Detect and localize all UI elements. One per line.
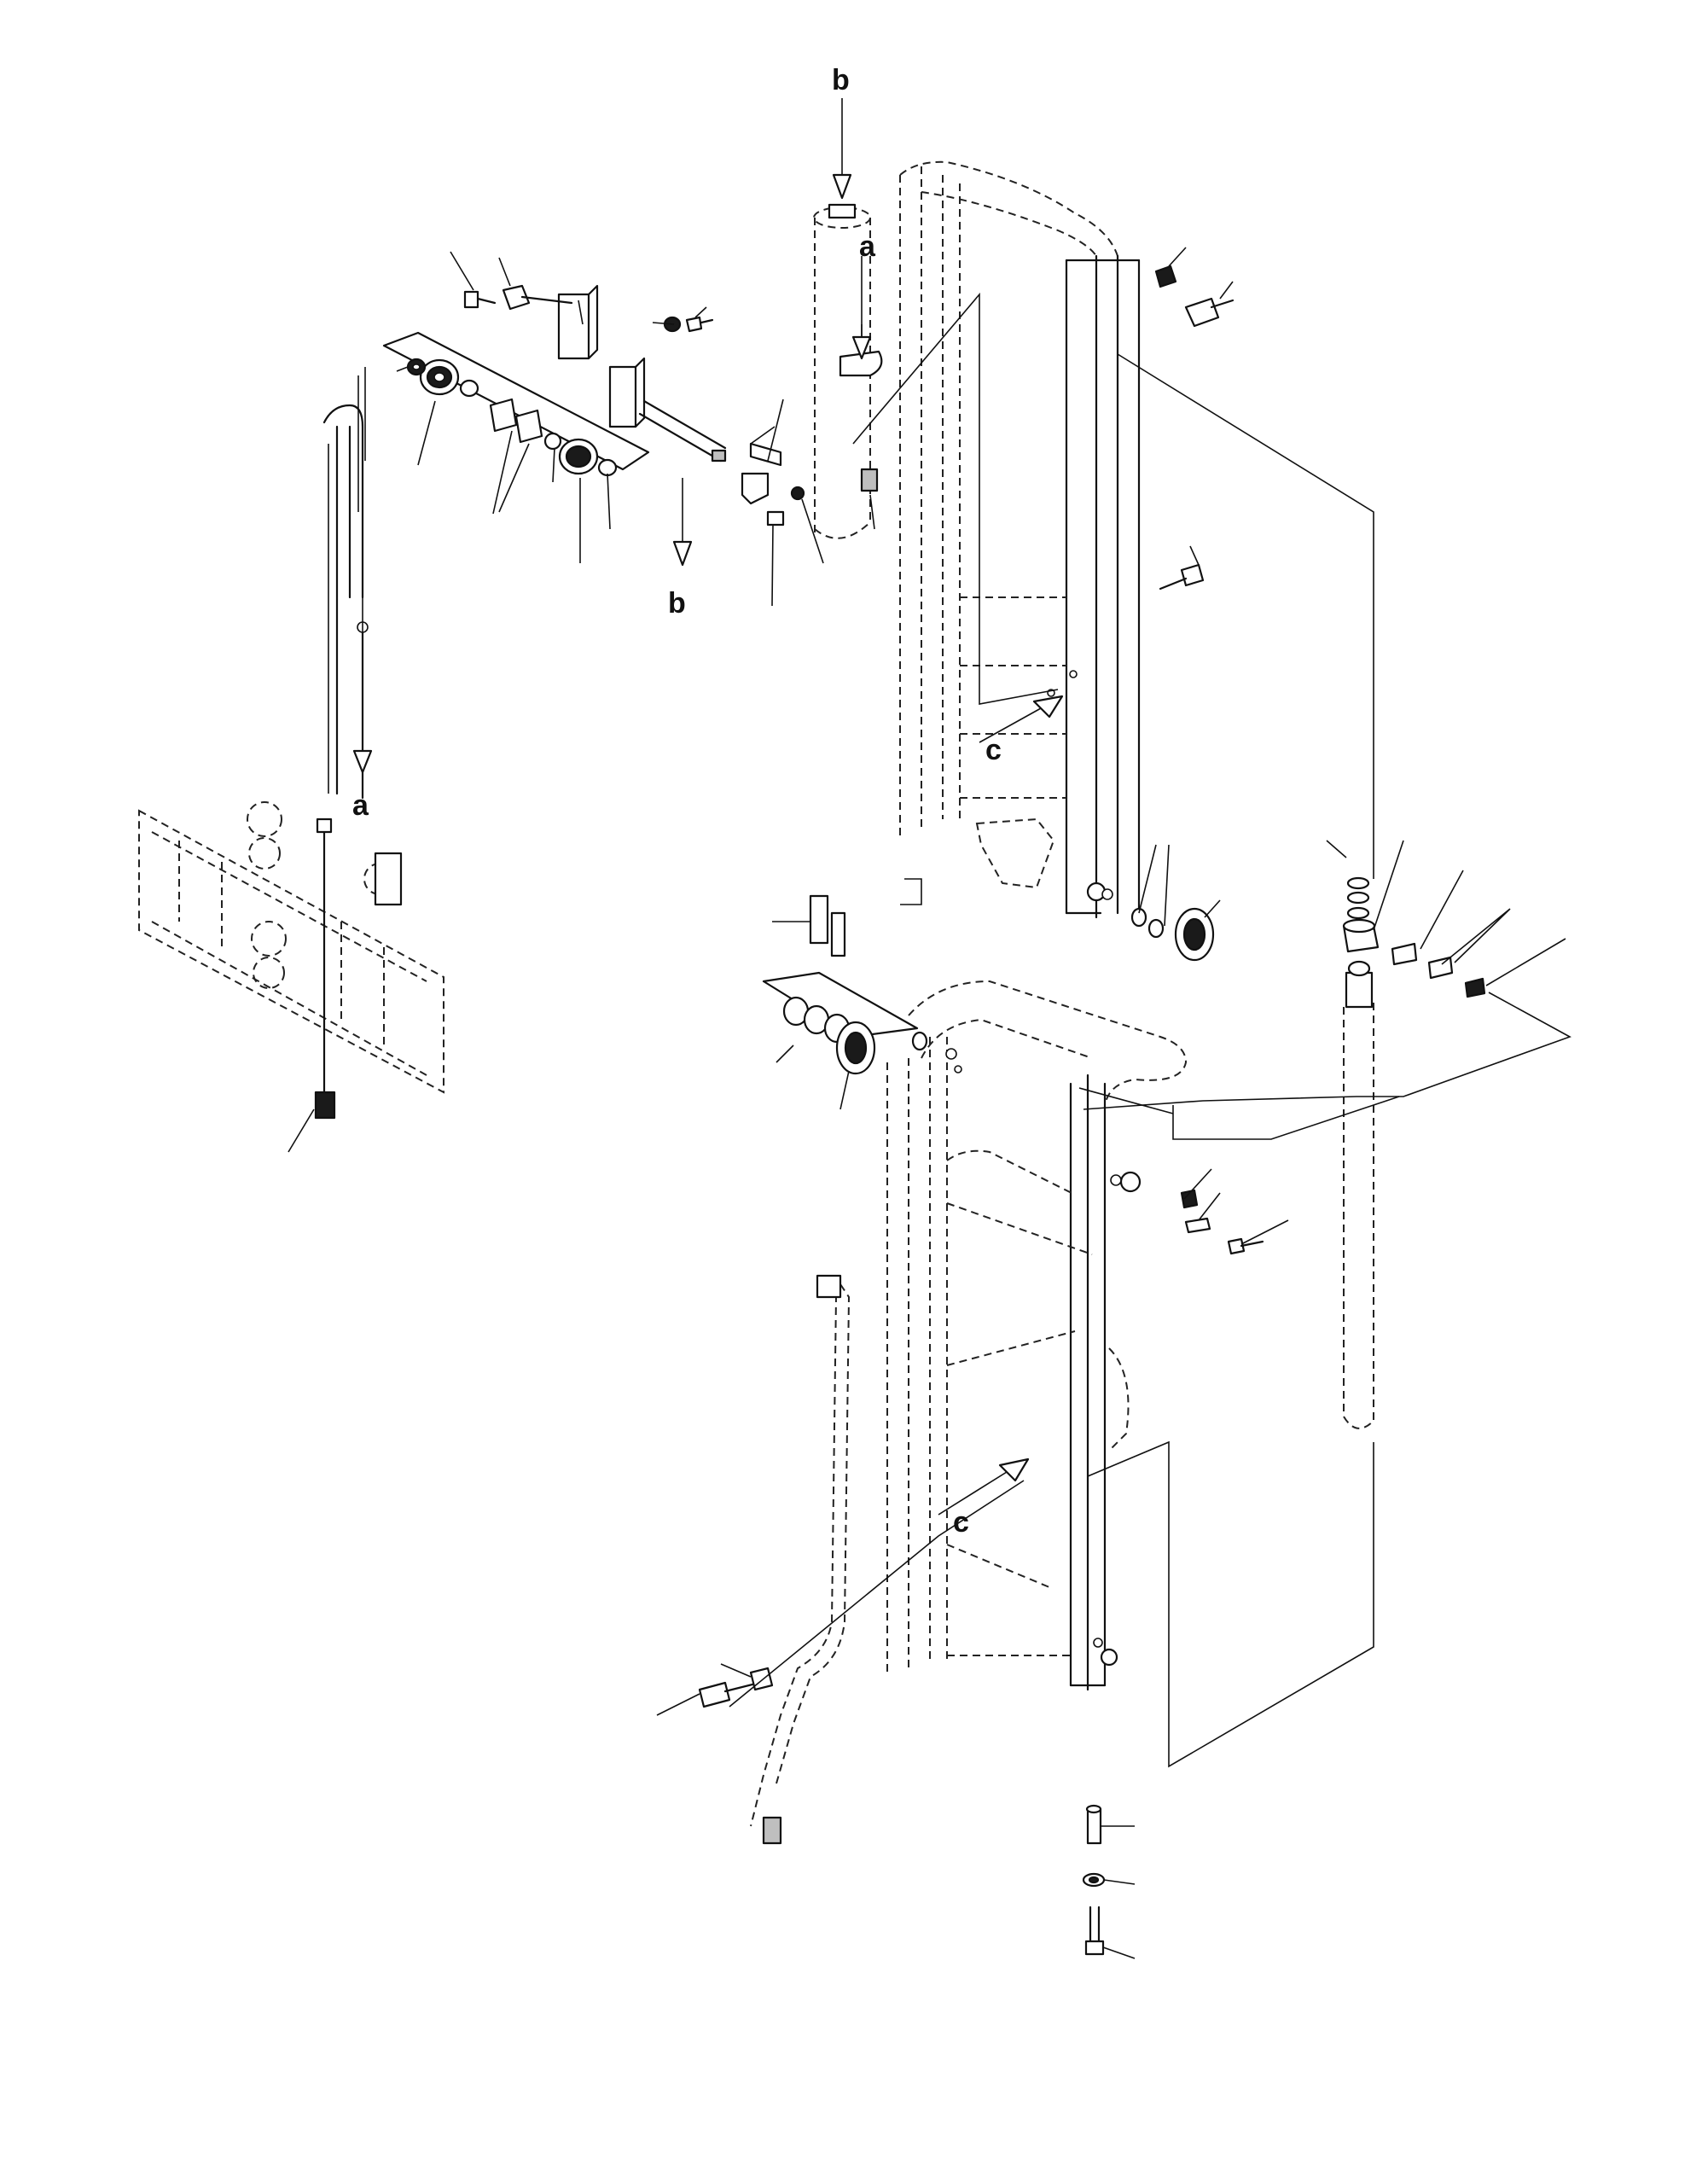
marker-b-top: b: [832, 64, 850, 96]
reference-arrows: [352, 98, 1064, 1516]
marker-c-lower: c: [953, 1506, 969, 1539]
marker-c-upper: c: [985, 734, 1002, 766]
lift-cylinder: [813, 203, 883, 539]
lift-chain: [322, 367, 369, 800]
fork-carriage: [138, 801, 444, 1120]
upper-mast-frame: [899, 160, 1141, 919]
marker-b-bottom: b: [668, 587, 686, 620]
free-lift-cylinder: [1343, 960, 1374, 1429]
lower-hardware: [698, 894, 1264, 1956]
marker-a-left: a: [352, 789, 369, 822]
sheave-assembly: [382, 284, 805, 527]
cylinder-clamp-parts: [1342, 876, 1486, 998]
marker-a-top: a: [859, 230, 876, 263]
lower-mast-frame: [886, 980, 1188, 1691]
upper-right-hardware: [1130, 265, 1235, 962]
hydraulic-hose: [750, 1274, 851, 1845]
leader-lines: [288, 247, 1571, 1959]
